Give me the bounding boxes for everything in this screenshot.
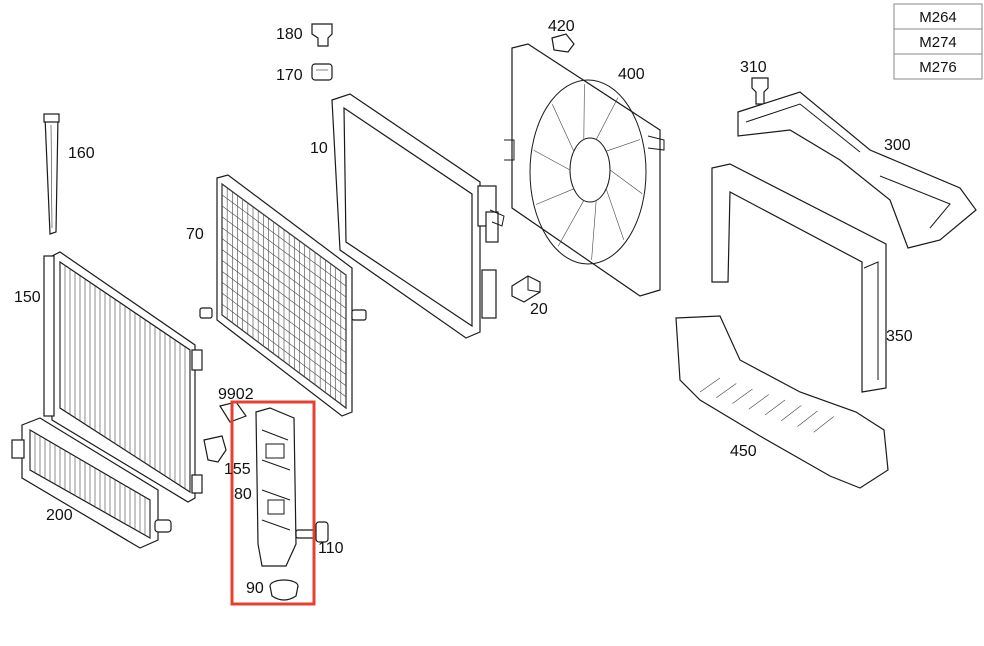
part-20[interactable] bbox=[511, 275, 541, 303]
label-200[interactable]: 200 bbox=[46, 507, 73, 524]
label-70[interactable]: 70 bbox=[186, 226, 204, 243]
engine-row-1[interactable]: M264 bbox=[919, 9, 957, 26]
label-9902[interactable]: 9902 bbox=[218, 386, 254, 403]
label-80[interactable]: 80 bbox=[234, 486, 252, 503]
spoke-line bbox=[591, 200, 597, 260]
label-420[interactable]: 420 bbox=[548, 18, 575, 35]
label-90[interactable]: 90 bbox=[246, 580, 264, 597]
spoke-line bbox=[533, 149, 571, 171]
part-300[interactable] bbox=[737, 91, 977, 249]
grid-line bbox=[221, 216, 347, 309]
part-160[interactable] bbox=[43, 113, 60, 235]
part-420[interactable] bbox=[551, 33, 575, 53]
part-150[interactable] bbox=[43, 251, 203, 503]
spoke-line bbox=[606, 139, 641, 152]
engine-row-3[interactable]: M276 bbox=[919, 59, 957, 76]
part-155[interactable] bbox=[203, 435, 227, 463]
grid-line bbox=[221, 238, 347, 331]
slat-line bbox=[748, 394, 769, 410]
grid-line bbox=[221, 205, 347, 298]
part-200[interactable] bbox=[11, 417, 172, 549]
part-10[interactable] bbox=[331, 93, 505, 339]
label-20[interactable]: 20 bbox=[530, 301, 548, 318]
label-110[interactable]: 110 bbox=[318, 540, 344, 557]
spoke-line bbox=[605, 188, 625, 240]
part-450[interactable] bbox=[675, 315, 889, 489]
label-400[interactable]: 400 bbox=[618, 66, 645, 83]
highlight-box bbox=[230, 400, 316, 606]
grid-line bbox=[221, 314, 347, 409]
slat-line bbox=[781, 405, 802, 421]
grid-line bbox=[221, 183, 347, 276]
spoke-line bbox=[551, 104, 575, 152]
part-180[interactable] bbox=[311, 23, 333, 47]
label-350[interactable]: 350 bbox=[886, 328, 913, 345]
part-labels: 180 170 10 420 400 310 300 160 70 150 20… bbox=[14, 18, 913, 597]
part-170[interactable] bbox=[311, 63, 333, 81]
engine-table: M264 M274 M276 bbox=[893, 3, 983, 80]
label-180[interactable]: 180 bbox=[276, 26, 303, 43]
label-150[interactable]: 150 bbox=[14, 289, 41, 306]
label-300[interactable]: 300 bbox=[884, 137, 911, 154]
part-70[interactable] bbox=[199, 174, 367, 417]
grid-line bbox=[221, 227, 347, 320]
grid-line bbox=[221, 194, 347, 287]
engine-row-2[interactable]: M274 bbox=[919, 34, 957, 51]
spoke-line bbox=[609, 169, 643, 195]
spoke-line bbox=[595, 97, 619, 140]
spoke-line bbox=[557, 200, 585, 247]
spoke-line bbox=[535, 188, 574, 205]
part-90[interactable] bbox=[269, 579, 299, 601]
label-155[interactable]: 155 bbox=[224, 461, 251, 478]
grid-line bbox=[221, 282, 347, 375]
slat-line bbox=[699, 377, 721, 393]
slat-line bbox=[797, 410, 818, 427]
slat-line bbox=[764, 399, 786, 416]
part-400[interactable] bbox=[504, 43, 665, 297]
grid-line bbox=[221, 249, 347, 342]
spoke-line bbox=[583, 84, 585, 140]
part-310[interactable] bbox=[751, 77, 769, 105]
part-80[interactable] bbox=[255, 407, 297, 567]
label-170[interactable]: 170 bbox=[276, 67, 303, 84]
label-160[interactable]: 160 bbox=[68, 145, 95, 162]
part-110[interactable] bbox=[295, 521, 329, 543]
slat-line bbox=[813, 416, 834, 433]
part-350[interactable] bbox=[711, 163, 887, 393]
grid-line bbox=[221, 292, 347, 387]
label-450[interactable]: 450 bbox=[730, 443, 757, 460]
slat-line bbox=[716, 383, 737, 398]
label-310[interactable]: 310 bbox=[740, 59, 767, 76]
label-10[interactable]: 10 bbox=[310, 140, 328, 157]
grid-line bbox=[221, 271, 347, 364]
slat-line bbox=[732, 388, 753, 404]
grid-line bbox=[221, 303, 347, 398]
grid-line bbox=[221, 260, 347, 353]
